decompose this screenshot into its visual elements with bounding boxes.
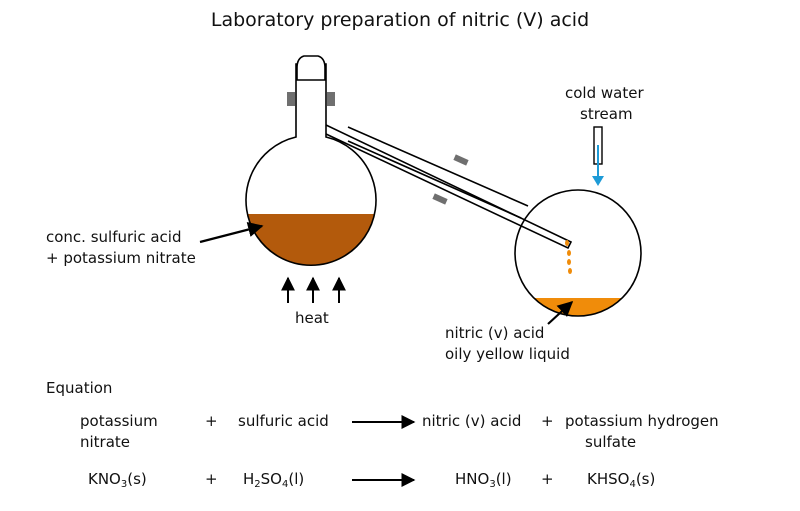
word-product2-line1: potassium hydrogen — [565, 412, 719, 430]
product-label-line2: oily yellow liquid — [445, 345, 570, 363]
equation-heading: Equation — [46, 379, 113, 397]
formula-potassium-hydrogen-sulfate: KHSO4(s) — [587, 470, 656, 490]
formula-potassium-nitrate: KNO3(s) — [88, 470, 147, 490]
tube-clip-upper — [453, 154, 469, 166]
neck-clip-right — [327, 92, 335, 106]
formula-nitric-acid: HNO3(l) — [455, 470, 512, 490]
formula-sulfuric-acid: H2SO4(l) — [243, 470, 305, 490]
receiving-flask — [514, 189, 642, 317]
cold-water-label-line2: stream — [580, 105, 633, 123]
word-product2-line2: sulfate — [585, 433, 637, 451]
word-product1: nitric (v) acid — [422, 412, 522, 430]
reactants-label-line1: conc. sulfuric acid — [46, 228, 182, 246]
heat-label: heat — [295, 309, 329, 327]
product-pointer-arrow — [547, 300, 574, 325]
cold-water-label-line1: cold water — [565, 84, 644, 102]
reactants-pointer-arrow — [199, 222, 264, 244]
word-plus-2: + — [541, 412, 554, 430]
glass-stopper — [296, 55, 326, 81]
symbol-plus-2: + — [541, 470, 554, 488]
word-plus-1: + — [205, 412, 218, 430]
word-reactant1-line1: potassium — [80, 412, 158, 430]
nitric-acid-drips — [565, 240, 572, 274]
neck-clip-left — [287, 92, 295, 106]
symbol-plus-1: + — [205, 470, 218, 488]
tube-clip-lower — [432, 193, 448, 205]
condenser-jacket — [347, 126, 529, 219]
reactants-label-line2: + potassium nitrate — [46, 249, 196, 267]
word-reactant2: sulfuric acid — [238, 412, 329, 430]
retort-flask — [245, 63, 377, 266]
word-reactant1-line2: nitrate — [80, 433, 131, 451]
page-title: Laboratory preparation of nitric (V) aci… — [210, 9, 590, 31]
product-label-line1: nitric (v) acid — [445, 324, 545, 342]
delivery-tube — [325, 124, 573, 250]
